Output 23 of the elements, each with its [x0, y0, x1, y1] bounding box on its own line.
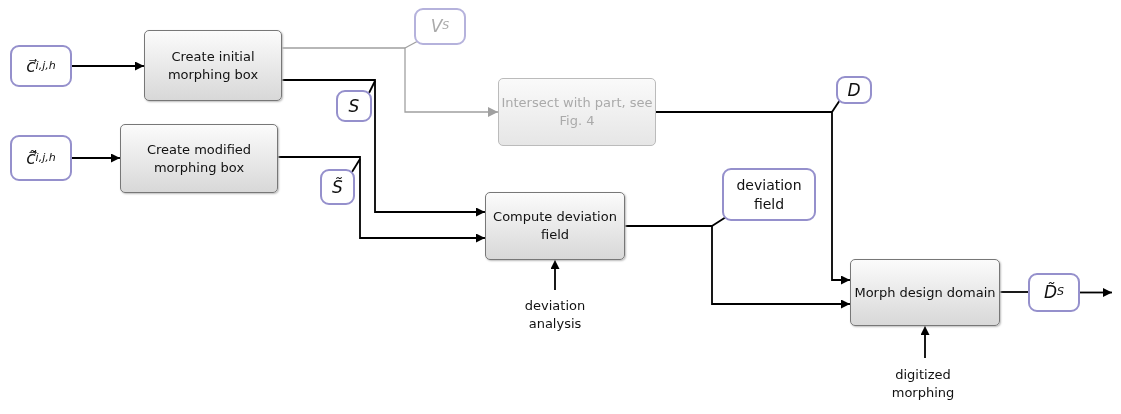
arrow	[277, 156, 486, 243]
process-box: Intersect with part, see Fig. 4	[498, 78, 656, 146]
leader-line	[351, 158, 361, 173]
data-tag: D	[836, 76, 872, 104]
arrow	[920, 325, 930, 359]
data-tag: S	[336, 90, 372, 122]
data-tag: S̃	[320, 169, 355, 205]
arrow	[281, 47, 499, 118]
input-text: digitized morphing	[868, 358, 978, 410]
process-box: Compute deviation field	[485, 192, 625, 260]
process-box: Create initial morphing box	[144, 30, 282, 101]
arrow	[1079, 288, 1113, 297]
process-box: Morph design domain	[850, 259, 1000, 326]
process-box: Create modified morphing box	[120, 124, 278, 193]
arrow	[71, 153, 121, 163]
arrow	[624, 225, 851, 309]
arrow	[655, 111, 851, 285]
leader-line	[368, 80, 376, 94]
arrow	[71, 61, 145, 71]
data-tag: deviation field	[722, 168, 816, 221]
input-text: deviation analysis	[505, 290, 605, 340]
arrow	[281, 79, 486, 217]
arrow	[550, 259, 560, 291]
